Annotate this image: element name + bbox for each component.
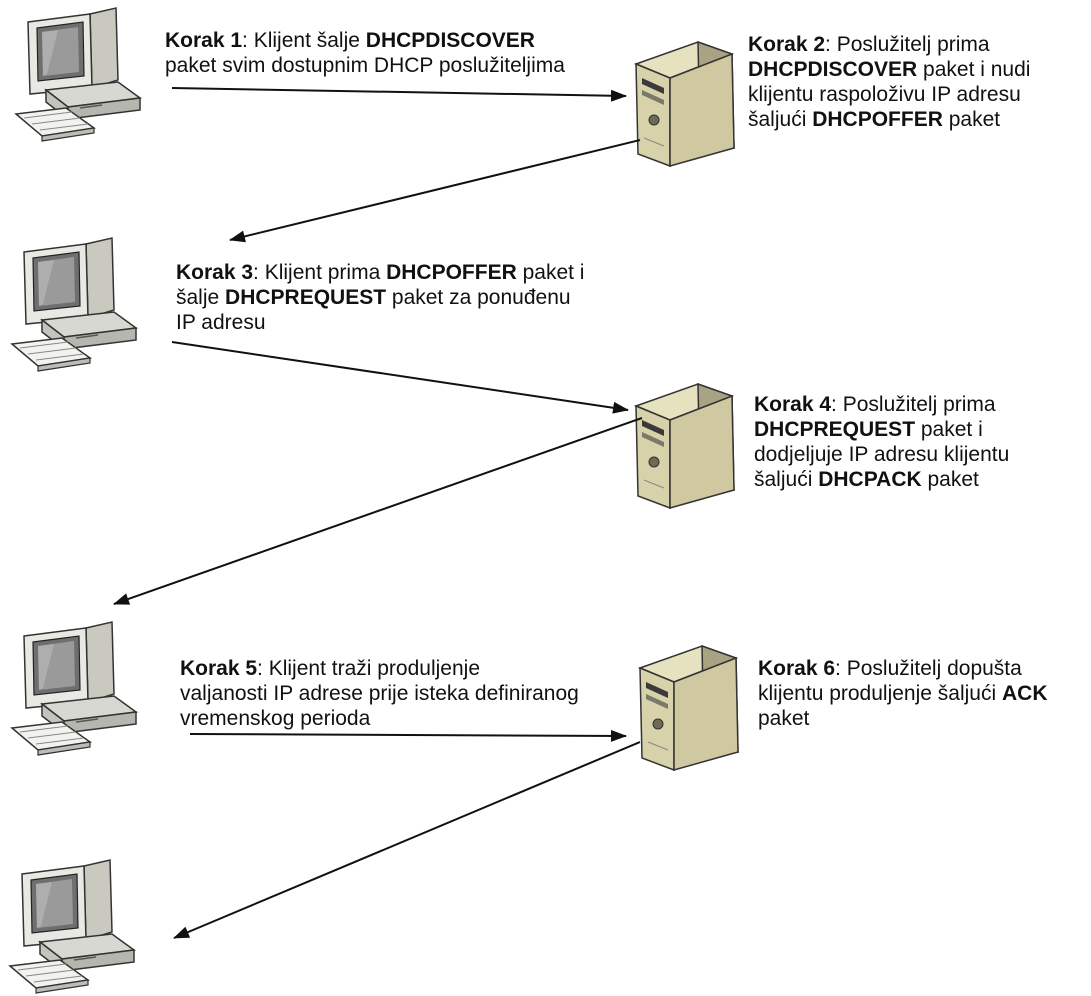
caption-line: Korak 2: Poslužitelj prima (748, 32, 1030, 57)
caption-text: paket za ponuđenu (386, 286, 571, 309)
caption-text: : Poslužitelj prima (831, 393, 996, 416)
caption-text: paket svim dostupnim DHCP poslužiteljima (165, 54, 565, 77)
client-computer-icon (15, 7, 141, 142)
server-tower-icon (635, 41, 735, 167)
caption-line: šaljući DHCPOFFER paket (748, 107, 1030, 132)
arrow-step-5 (189, 729, 627, 742)
caption-bold-text: DHCPDISCOVER (365, 29, 535, 52)
caption-text: paket (942, 108, 1001, 131)
client-computer-icon (11, 237, 137, 372)
caption-line: valjanosti IP adrese prije isteka defini… (180, 681, 579, 706)
step-3-caption: Korak 3: Klijent prima DHCPOFFER paket i… (176, 260, 584, 335)
caption-text: šaljući (748, 108, 813, 131)
caption-text: paket i nudi (917, 58, 1031, 81)
caption-text: valjanosti IP adrese prije isteka defini… (180, 682, 579, 705)
caption-line: Korak 5: Klijent traži produljenje (180, 656, 579, 681)
caption-line: Korak 3: Klijent prima DHCPOFFER paket i (176, 260, 584, 285)
caption-line: Korak 1: Klijent šalje DHCPDISCOVER (165, 28, 565, 53)
arrow-step-6 (173, 741, 641, 939)
caption-line: Korak 4: Poslužitelj prima (754, 392, 1009, 417)
caption-text: šalje (176, 286, 226, 309)
caption-line: DHCPREQUEST paket i (754, 417, 1009, 442)
server-tower-icon (635, 383, 735, 509)
caption-line: Korak 6: Poslužitelj dopušta (758, 656, 1047, 681)
server-tower-icon (639, 645, 739, 771)
client-computer-icon (11, 621, 137, 756)
caption-bold-text: DHCPOFFER (812, 108, 943, 131)
caption-text: : Poslužitelj dopušta (835, 657, 1022, 680)
caption-bold-text: Korak 4 (754, 393, 832, 416)
arrow-step-4 (113, 417, 643, 605)
caption-line: IP adresu (176, 310, 584, 335)
caption-text: : Klijent traži produljenje (257, 657, 480, 680)
caption-line: dodjeljuje IP adresu klijentu (754, 442, 1009, 467)
client-computer-icon (9, 859, 135, 994)
caption-line: klijentu produljenje šaljući ACK (758, 681, 1047, 706)
caption-bold-text: DHCPDISCOVER (748, 58, 918, 81)
caption-line: klijentu raspoloživu IP adresu (748, 82, 1030, 107)
caption-line: DHCPDISCOVER paket i nudi (748, 57, 1030, 82)
caption-line: šaljući DHCPACK paket (754, 467, 1009, 492)
caption-bold-text: Korak 2 (748, 33, 826, 56)
caption-text: IP adresu (176, 311, 266, 334)
caption-line: vremenskog perioda (180, 706, 579, 731)
caption-text: : Klijent prima (253, 261, 387, 284)
caption-text: : Klijent šalje (242, 29, 366, 52)
arrow-step-3 (171, 341, 629, 414)
caption-line: paket (758, 706, 1047, 731)
caption-text: paket i (516, 261, 585, 284)
caption-bold-text: Korak 1 (165, 29, 243, 52)
caption-bold-text: Korak 5 (180, 657, 258, 680)
caption-bold-text: DHCPREQUEST (754, 418, 916, 441)
caption-text: paket (758, 707, 810, 730)
caption-bold-text: DHCPREQUEST (225, 286, 387, 309)
caption-text: paket i (915, 418, 983, 441)
caption-text: klijentu raspoloživu IP adresu (748, 83, 1021, 106)
caption-text: dodjeljuje IP adresu klijentu (754, 443, 1010, 466)
caption-text: vremenskog perioda (180, 707, 371, 730)
caption-text: klijentu produljenje šaljući (758, 682, 1002, 705)
caption-bold-text: Korak 6 (758, 657, 836, 680)
caption-text: paket (921, 468, 979, 491)
caption-bold-text: ACK (1001, 682, 1048, 705)
caption-line: šalje DHCPREQUEST paket za ponuđenu (176, 285, 584, 310)
caption-text: : Poslužitelj prima (825, 33, 990, 56)
arrow-step-1 (171, 87, 627, 102)
caption-bold-text: DHCPOFFER (386, 261, 517, 284)
arrow-step-2 (229, 139, 641, 243)
caption-text: šaljući (754, 468, 819, 491)
caption-line: paket svim dostupnim DHCP poslužiteljima (165, 53, 565, 78)
caption-bold-text: DHCPACK (818, 468, 922, 491)
caption-bold-text: Korak 3 (176, 261, 254, 284)
